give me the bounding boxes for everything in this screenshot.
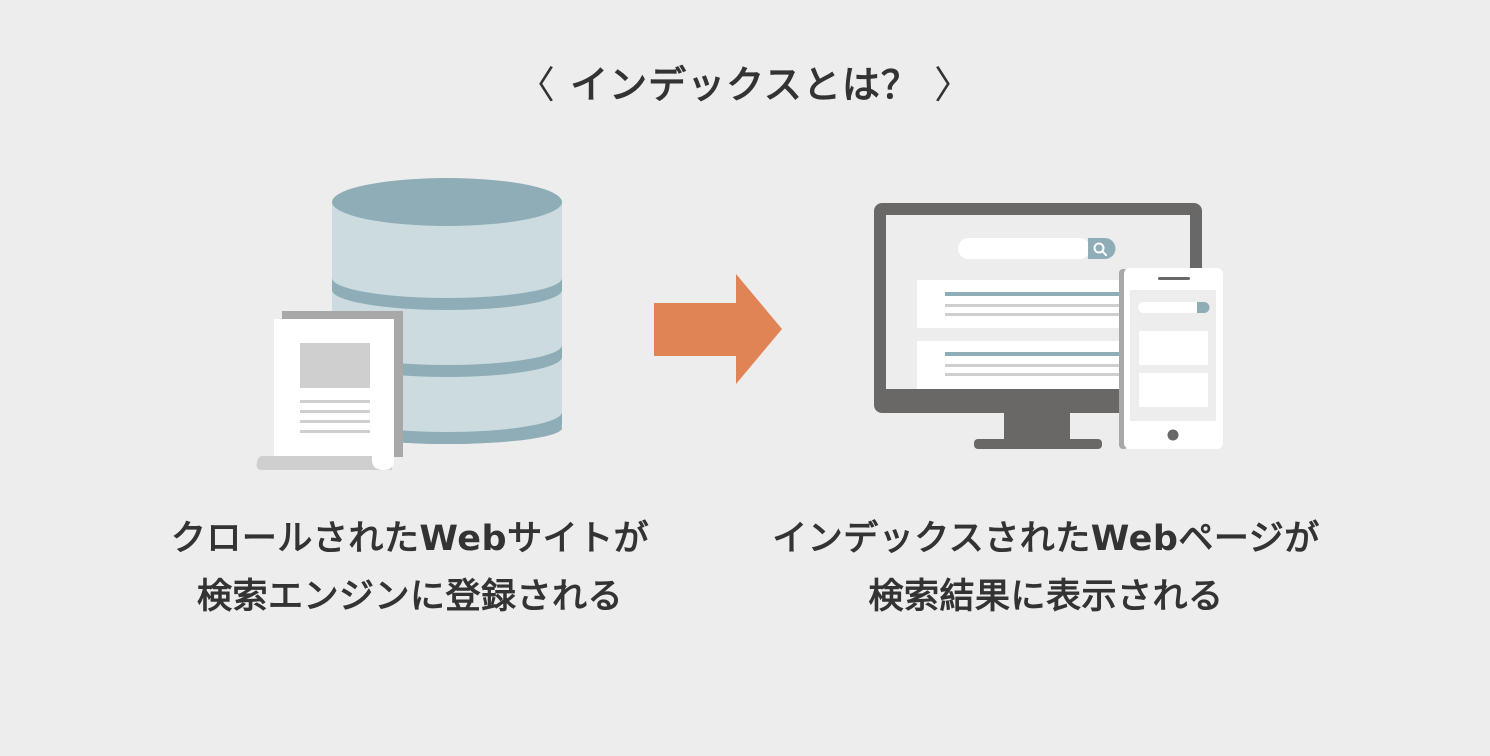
left-caption-line1: クロールされたWebサイトが [170,519,650,559]
right-caption-line2: 検索結果に表示される [868,577,1224,617]
title-open-bracket: 〈 [516,63,556,107]
diagram-title: 〈 インデックスとは？ 〉 [0,58,1490,112]
right-caption: インデックスされたWebページが 検索結果に表示される [766,510,1326,626]
title-text: インデックスとは？ [570,63,920,107]
left-caption: クロールされたWebサイトが 検索エンジンに登録される [130,510,690,626]
right-caption-line1: インデックスされたWebページが [772,519,1320,559]
smartphone-icon [1119,268,1223,449]
search-icon [1093,242,1107,256]
web-page-document-icon [256,311,403,470]
left-caption-line2: 検索エンジンに登録される [196,577,623,617]
desktop-monitor-icon [874,203,1202,449]
title-close-bracket: 〉 [934,63,974,107]
right-arrow-icon [654,274,782,384]
